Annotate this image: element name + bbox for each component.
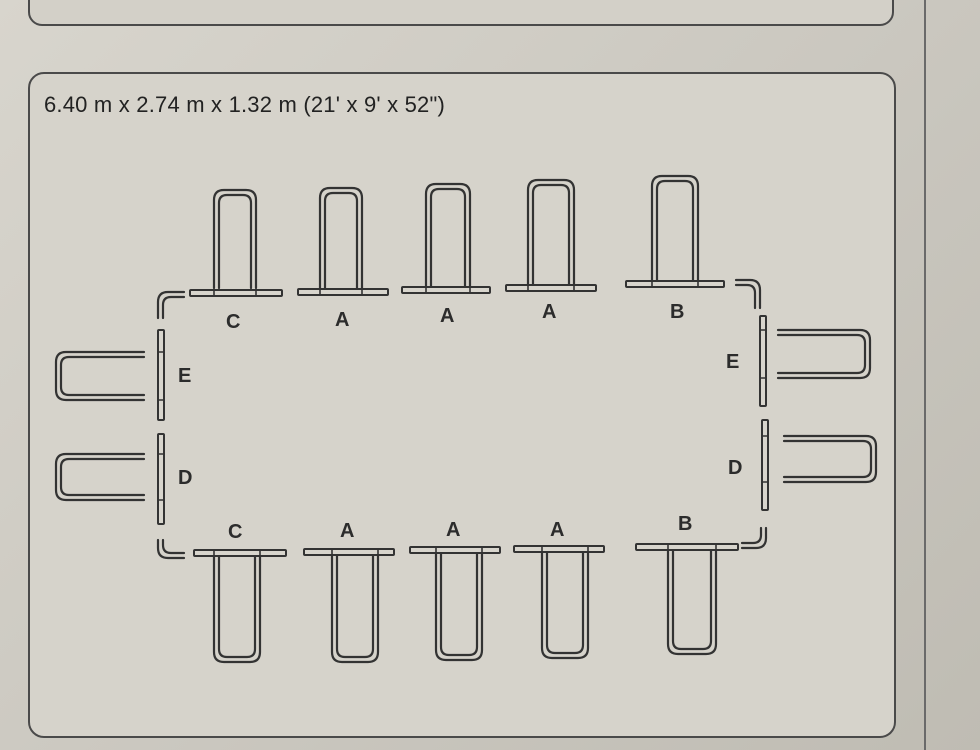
right-label-d: D xyxy=(728,457,743,479)
page-edge-line xyxy=(924,0,926,750)
top-label-5: B xyxy=(670,301,685,323)
top-leg-4 xyxy=(526,178,576,286)
corner-top-right xyxy=(734,278,762,310)
corner-top-left xyxy=(156,290,186,320)
bottom-leg-4 xyxy=(540,550,590,660)
left-leg-1 xyxy=(54,350,146,402)
corner-bottom-left xyxy=(156,538,186,560)
bottom-label-4: A xyxy=(550,519,565,541)
top-rail-c xyxy=(189,289,283,297)
bottom-label-2: A xyxy=(340,520,355,542)
bottom-label-3: A xyxy=(446,519,461,541)
bottom-label-5: B xyxy=(678,513,693,535)
top-label-4: A xyxy=(542,301,557,323)
top-rail-a1 xyxy=(297,288,389,296)
left-rail-d xyxy=(157,433,165,525)
right-leg-2 xyxy=(782,434,878,484)
top-leg-1 xyxy=(212,188,258,290)
top-label-3: A xyxy=(440,305,455,327)
left-leg-2 xyxy=(54,452,146,502)
left-label-d: D xyxy=(178,467,193,489)
top-label-2: A xyxy=(335,309,350,331)
rail-ticks xyxy=(158,281,768,556)
pool-dimensions: 6.40 m x 2.74 m x 1.32 m (21' x 9' x 52"… xyxy=(44,92,446,117)
top-label-1: C xyxy=(226,311,241,333)
bottom-leg-2 xyxy=(330,554,380,664)
top-leg-3 xyxy=(424,182,472,288)
left-rail-e xyxy=(157,329,165,421)
right-leg-1 xyxy=(776,328,872,380)
bottom-rail-b xyxy=(635,543,739,551)
top-leg-5 xyxy=(650,174,700,284)
bottom-label-1: C xyxy=(228,521,243,543)
bottom-rail-a3 xyxy=(513,545,605,553)
bottom-leg-3 xyxy=(434,552,484,662)
top-rail-a2 xyxy=(401,286,491,294)
bottom-leg-1 xyxy=(212,554,262,664)
right-rail-e xyxy=(759,315,767,407)
bottom-rail-a2 xyxy=(409,546,501,554)
top-rail-a3 xyxy=(505,284,597,292)
top-rail-b xyxy=(625,280,725,288)
previous-panel-edge xyxy=(28,0,894,26)
left-label-e: E xyxy=(178,365,192,387)
bottom-rail-c xyxy=(193,549,287,557)
corner-bottom-right xyxy=(740,526,768,550)
bottom-leg-5 xyxy=(666,548,718,656)
bottom-rail-a1 xyxy=(303,548,395,556)
top-leg-2 xyxy=(318,186,364,290)
right-label-e: E xyxy=(726,351,740,373)
right-rail-d xyxy=(761,419,769,511)
